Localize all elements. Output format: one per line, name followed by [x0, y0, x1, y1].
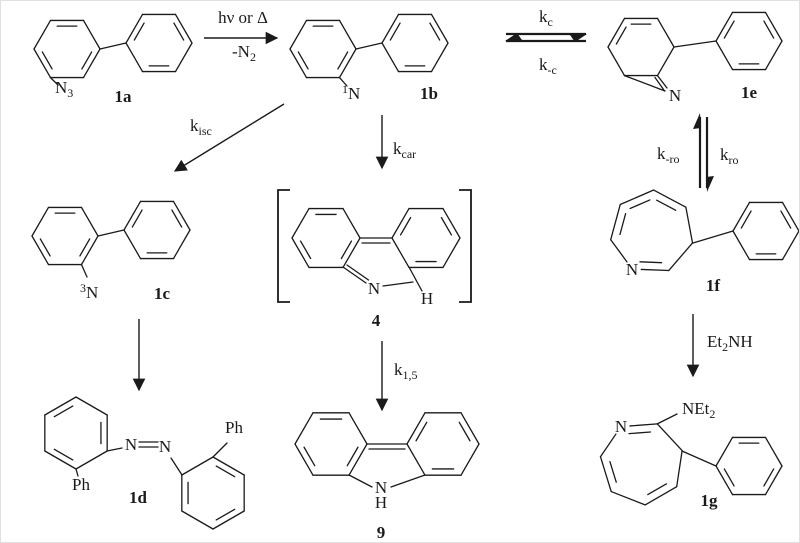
rate-constant-k15: k1,5	[394, 360, 418, 382]
arrow-kisc-1b-to-1c	[173, 103, 285, 172]
compound-label-1a: 1a	[115, 87, 133, 106]
phenyl-substituent-label-1: Ph	[72, 475, 90, 494]
structure-1c: 3N 1c	[80, 281, 170, 303]
compound-label-1f: 1f	[706, 276, 721, 295]
compound-label-1c: 1c	[154, 284, 171, 303]
compound-label-4: 4	[372, 311, 381, 330]
carbazole-nitrogen-label: N	[375, 478, 387, 497]
arrow-icon	[173, 103, 285, 172]
rate-constant-k-minus-c: k-c	[539, 55, 557, 77]
compound-label-1e: 1e	[741, 83, 758, 102]
structure-1b: 1N 1b	[342, 82, 438, 103]
azo-nitrogen1-label: N	[125, 435, 137, 454]
azepine-nitrogen-label: N	[626, 260, 638, 279]
singlet-nitrene-label: 1N	[342, 82, 360, 103]
bracket-right-icon	[459, 189, 472, 303]
bracket-left-icon	[277, 189, 290, 303]
ring-nitrogen-label: N	[368, 279, 380, 298]
structure-9: N H 9	[375, 478, 387, 542]
structure-4: N H 4	[368, 279, 433, 330]
structure-1f: N 1f	[626, 260, 721, 295]
structure-1a: N3 1a	[55, 78, 132, 106]
rate-constant-k-minus-ro: k-ro	[657, 144, 680, 166]
azide-group-label: N3	[55, 78, 73, 100]
diethylamine-label: Et2NH	[707, 332, 753, 354]
structure-1e: N 1e	[669, 83, 758, 105]
photolysis-conditions-label: hν or Δ	[218, 8, 268, 27]
azo-nitrogen2-label: N	[159, 437, 171, 456]
azepine-nitrogen-label-1g: N	[615, 417, 627, 436]
rate-constant-kro: kro	[720, 145, 739, 167]
structure-1g: N NEt2 1g	[615, 399, 718, 510]
compound-label-1g: 1g	[701, 491, 719, 510]
nitrogen-loss-label: -N2	[232, 42, 256, 64]
compound-label-1d: 1d	[129, 488, 148, 507]
compound-label-9: 9	[377, 523, 386, 542]
triplet-nitrene-label: 3N	[80, 281, 98, 302]
bond-lines	[31, 11, 799, 530]
equilibrium-arrows-1b-1e	[505, 32, 587, 43]
structure-1d: N N Ph Ph 1d	[72, 418, 243, 507]
nh-hydrogen-label: H	[375, 493, 387, 512]
rate-constant-kc: kc	[539, 7, 553, 29]
phenyl-substituent-label-2: Ph	[225, 418, 243, 437]
diethylamino-group-label: NEt2	[682, 399, 715, 421]
equilibrium-arrows-1e-1f	[693, 113, 714, 192]
azirine-nitrogen-label: N	[669, 86, 681, 105]
rate-constant-kisc: kisc	[190, 116, 212, 138]
sp3-hydrogen-label: H	[421, 289, 433, 308]
compound-label-1b: 1b	[420, 84, 438, 103]
rate-constant-kcar: kcar	[393, 139, 416, 161]
